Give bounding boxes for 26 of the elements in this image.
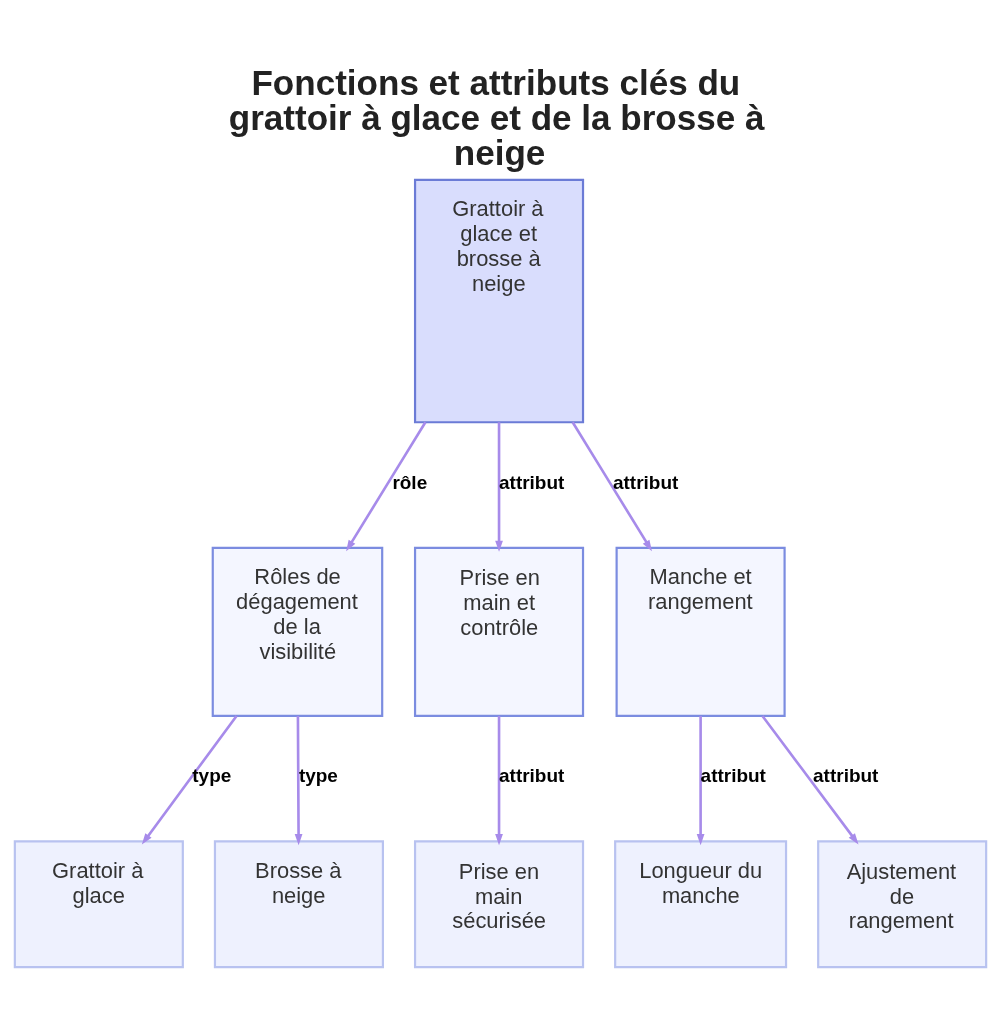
node-box: Brosse à neige: [213, 840, 384, 969]
edge-label: attribut: [812, 765, 878, 787]
node-box: Longueur du manche: [613, 840, 787, 969]
arrow: [494, 716, 503, 846]
arrow: [294, 716, 302, 846]
edge-label: rôle: [391, 471, 427, 493]
arrow: [345, 421, 427, 552]
arrow: [760, 715, 858, 845]
edge-label: attribut: [498, 471, 564, 493]
arrow: [141, 715, 238, 845]
node-box: Prise en main et contrôle: [413, 546, 584, 717]
arrow: [494, 422, 503, 552]
edge-label: attribut: [498, 765, 564, 787]
node-box: Manche et rangement: [615, 546, 786, 717]
node-box: Grattoir à glace: [13, 840, 184, 969]
edge-label: type: [298, 765, 338, 787]
node-box: Grattoir à glace et brosse à neige: [413, 178, 584, 424]
node-box: Prise en main sécurisée: [413, 840, 584, 969]
edge-label: attribut: [612, 471, 678, 493]
arrow: [571, 421, 652, 552]
diagram-title: Fonctions et attributs clés du grattoir à glace et de la brosse à neige: [228, 63, 764, 173]
node-box: Ajustement de rangement: [816, 840, 987, 969]
edge-label: attribut: [700, 765, 766, 787]
edge-label: type: [191, 765, 231, 787]
arrow: [696, 716, 704, 846]
node-box: Rôles de dégagement de la visibilité: [211, 546, 383, 717]
